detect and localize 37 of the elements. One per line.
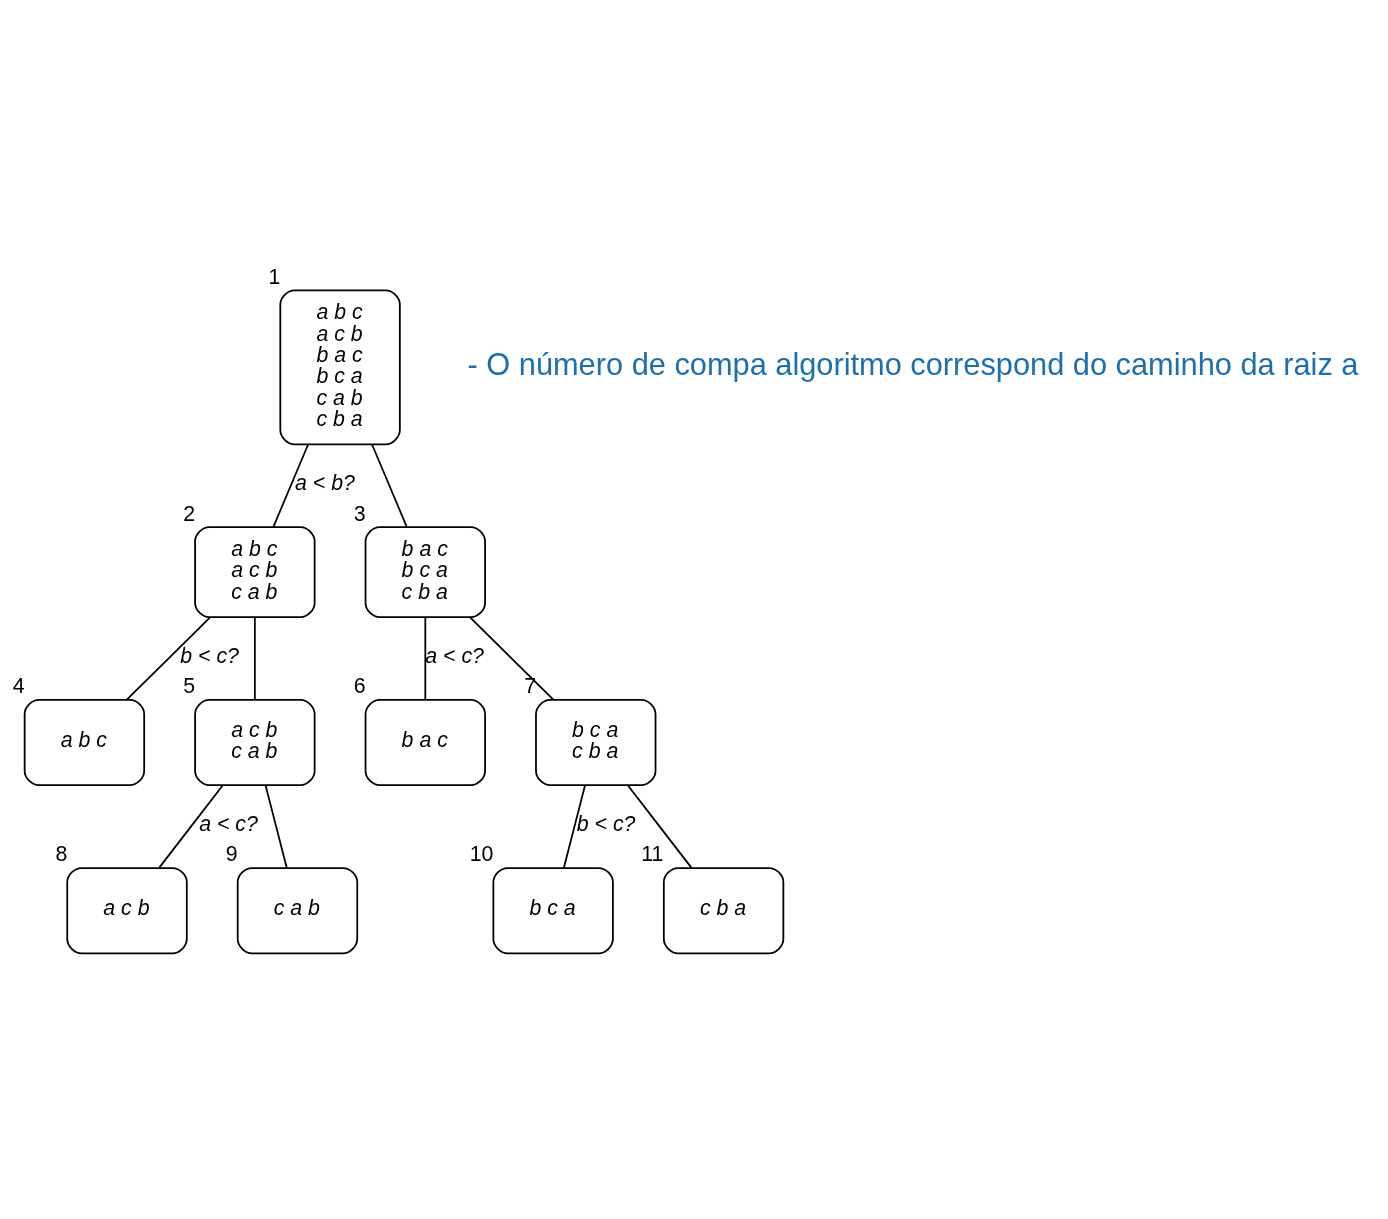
- edge-label: a < b?: [295, 470, 355, 495]
- node-label: 3: [353, 501, 366, 526]
- node-label: 1: [268, 264, 281, 289]
- connector: [253, 616, 256, 701]
- node-label: 6: [353, 673, 366, 698]
- node-label: 4: [12, 673, 25, 698]
- node-label: 10: [469, 841, 494, 866]
- connector: [563, 784, 586, 869]
- edge-label: b < c?: [180, 643, 239, 668]
- node-label: 9: [225, 841, 238, 866]
- edge-label: b < c?: [576, 811, 636, 836]
- node-box: a b c: [23, 698, 146, 786]
- edge-label: a < c?: [199, 811, 258, 836]
- connector: [125, 616, 211, 701]
- connector: [272, 443, 309, 528]
- node-box: c b a: [662, 866, 785, 954]
- node-box: b c a c b a: [535, 698, 657, 786]
- connector: [469, 616, 555, 701]
- edge-label: a < c?: [425, 643, 484, 668]
- node-box: b a c b c a c b a: [364, 525, 486, 618]
- node-label: 11: [641, 841, 664, 866]
- node-label: 8: [55, 841, 68, 866]
- connector: [158, 784, 224, 869]
- connector: [627, 784, 693, 869]
- node-box: a b c a c b b a c b c a c a b c b a: [279, 289, 401, 445]
- node-box: a c b: [66, 866, 188, 954]
- node-box: b c a: [492, 866, 614, 954]
- node-box: c a b: [236, 866, 359, 954]
- node-box: b a c: [364, 698, 486, 786]
- connector: [424, 616, 427, 701]
- label: - O número de compa algoritmo correspond do caminho da raiz a: [467, 346, 1359, 382]
- node-label: 2: [183, 501, 196, 526]
- node-label: 5: [183, 673, 196, 698]
- connector: [371, 443, 408, 528]
- connector: [264, 784, 288, 869]
- node-box: a b c a c b c a b: [194, 525, 316, 618]
- node-box: a c b c a b: [194, 698, 316, 786]
